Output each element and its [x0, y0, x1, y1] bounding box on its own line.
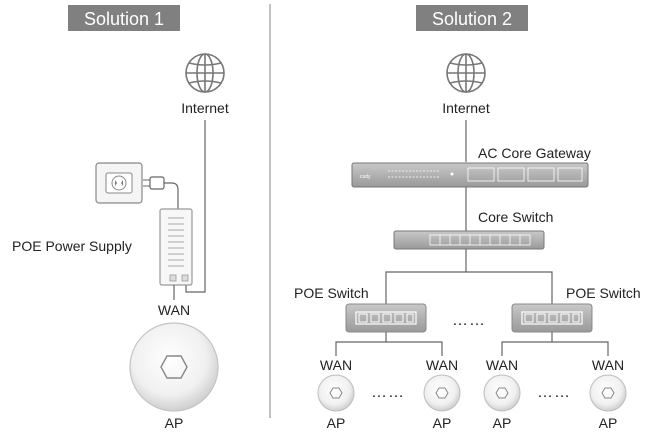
- poe-switch-right-label: POE Switch: [566, 285, 641, 301]
- solution2-internet-label: Internet: [442, 100, 490, 116]
- ac-core-gateway: cudy: [351, 162, 589, 188]
- ap-label-2: AP: [433, 415, 452, 431]
- wan-label-2: WAN: [426, 357, 458, 373]
- solution2-header: Solution 2: [416, 5, 528, 31]
- ap-label-1: AP: [327, 415, 346, 431]
- ap-label-4: AP: [599, 415, 618, 431]
- poe-power-supply-label: POE Power Supply: [12, 238, 132, 254]
- access-point-icon: [589, 374, 627, 412]
- poe-power-supply: [159, 208, 193, 286]
- poe-switch-left: [345, 303, 427, 333]
- ap-label-3: AP: [493, 415, 512, 431]
- wan-label-3: WAN: [486, 357, 518, 373]
- wan-label-4: WAN: [592, 357, 624, 373]
- access-point-icon: [423, 374, 461, 412]
- switch-ellipsis: ……: [452, 312, 486, 329]
- ap-ellipsis-left: ……: [371, 384, 405, 401]
- core-switch-label: Core Switch: [478, 209, 553, 225]
- ap-ellipsis-right: ……: [537, 384, 571, 401]
- access-point-icon: [129, 322, 219, 412]
- access-point-icon: [483, 374, 521, 412]
- power-outlet-icon: [95, 162, 143, 204]
- access-point-icon: [317, 374, 355, 412]
- wan-label-1: WAN: [320, 357, 352, 373]
- solution1-header: Solution 1: [68, 5, 180, 31]
- globe-icon: [446, 53, 486, 93]
- solution1-internet-label: Internet: [181, 100, 229, 116]
- globe-icon: [185, 53, 225, 93]
- solution1-internet-cable: [185, 120, 206, 293]
- core-switch: [393, 230, 545, 250]
- poe-switch-right: [511, 303, 593, 333]
- core-to-poe-lines: [385, 249, 553, 304]
- poe-to-ap-lines: [335, 332, 609, 356]
- power-plug: [143, 176, 179, 210]
- solution1-ap-label: AP: [165, 415, 184, 431]
- ac-core-gateway-label: AC Core Gateway: [478, 145, 591, 161]
- solution2-header-text: Solution 2: [432, 9, 512, 29]
- solution1-wan-label: WAN: [158, 302, 190, 318]
- svg-text:cudy: cudy: [360, 174, 371, 180]
- poe-switch-left-label: POE Switch: [294, 285, 369, 301]
- solution1-header-text: Solution 1: [84, 9, 164, 29]
